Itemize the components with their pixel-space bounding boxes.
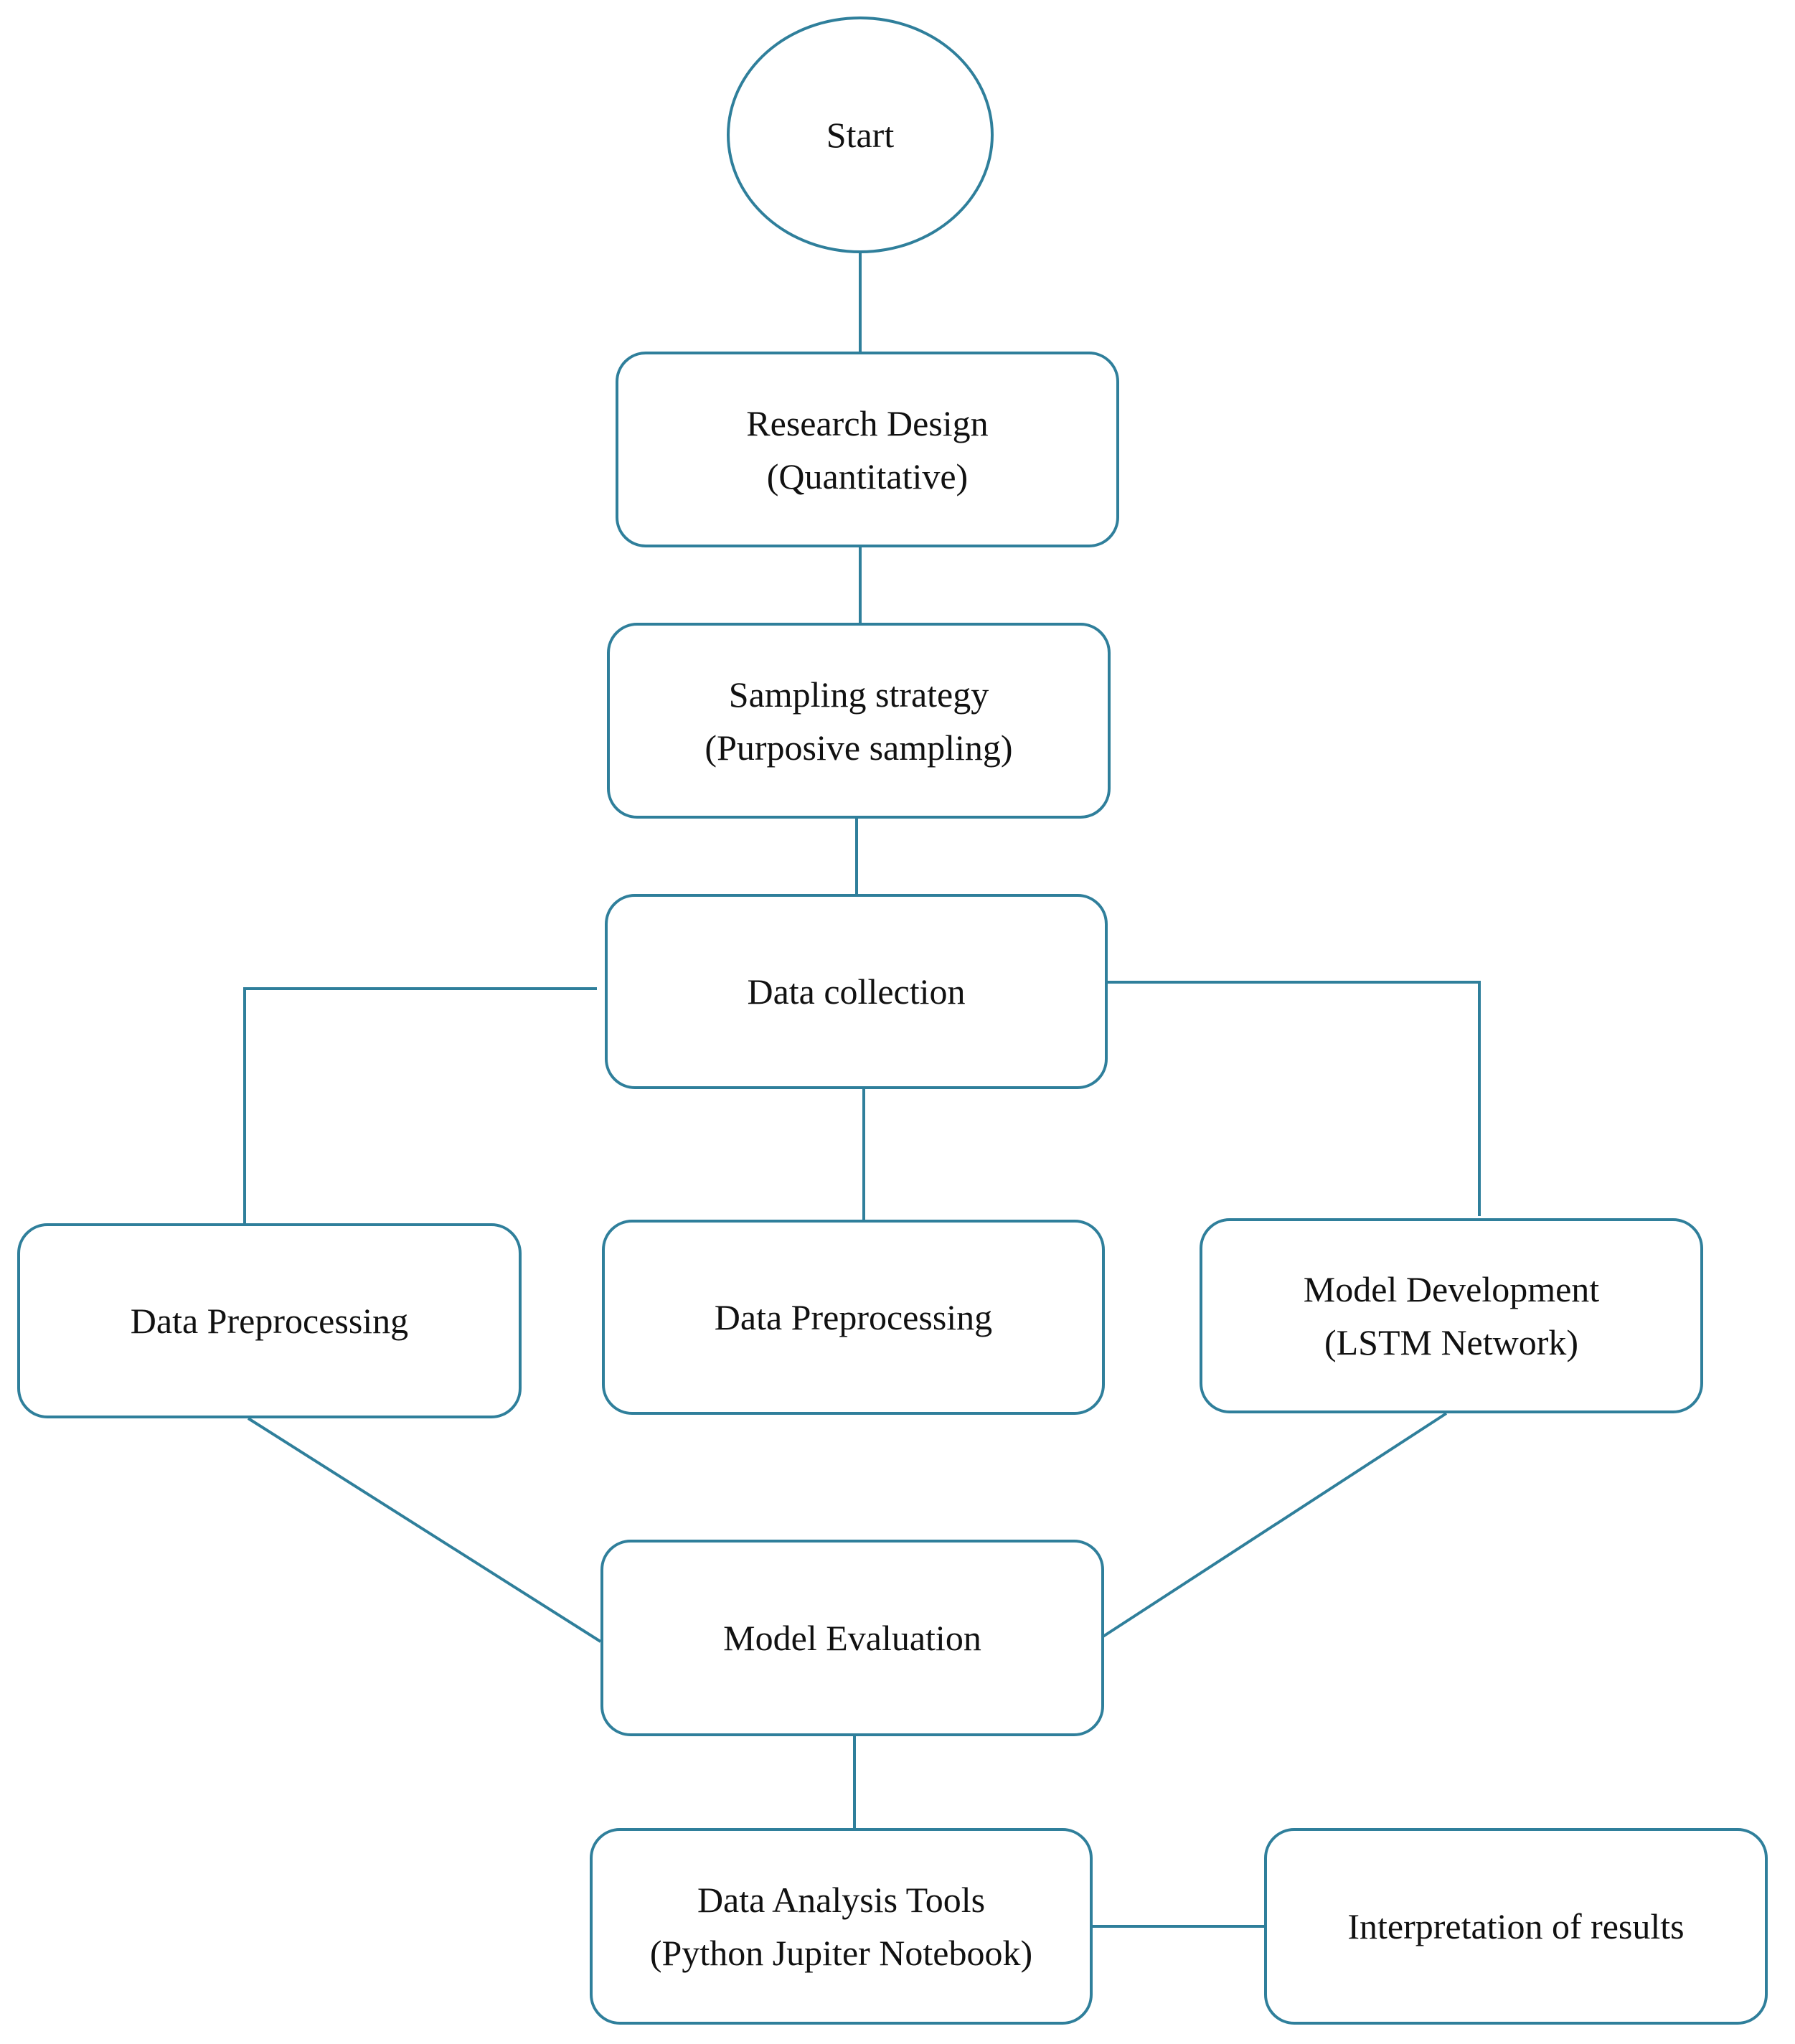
connector-collection-preprocessing-left <box>243 987 597 1223</box>
start-node: Start <box>727 17 994 253</box>
research-design-subtitle: (Quantitative) <box>766 456 969 496</box>
interpretation-of-results-node: Interpretation of results <box>1264 1828 1768 2025</box>
sampling-strategy-title: Sampling strategy <box>728 674 989 715</box>
model-development-node: Model Development (LSTM Network) <box>1200 1218 1703 1413</box>
data-analysis-tools-title: Data Analysis Tools <box>697 1880 986 1920</box>
data-collection-label: Data collection <box>747 971 966 1012</box>
data-analysis-tools-subtitle: (Python Jupiter Notebook) <box>649 1933 1033 1973</box>
start-label: Start <box>826 115 895 155</box>
sampling-strategy-subtitle: (Purposive sampling) <box>705 727 1013 768</box>
data-preprocessing-center-node: Data Preprocessing <box>602 1220 1105 1415</box>
sampling-strategy-node: Sampling strategy (Purposive sampling) <box>607 623 1111 819</box>
data-preprocessing-left-label: Data Preprocessing <box>130 1301 409 1341</box>
data-preprocessing-left-node: Data Preprocessing <box>17 1223 522 1418</box>
model-evaluation-node: Model Evaluation <box>600 1540 1104 1736</box>
connector-model-development-evaluation <box>1101 1412 1448 1639</box>
data-analysis-tools-node: Data Analysis Tools (Python Jupiter Note… <box>590 1828 1093 2025</box>
interpretation-of-results-label: Interpretation of results <box>1347 1906 1685 1946</box>
model-development-title: Model Development <box>1303 1269 1600 1309</box>
connector-preprocessing-left-evaluation <box>247 1417 602 1643</box>
model-evaluation-label: Model Evaluation <box>723 1618 981 1658</box>
research-design-title: Research Design <box>746 402 989 443</box>
data-collection-node: Data collection <box>605 894 1108 1089</box>
connector-collection-model-development <box>1105 981 1481 1216</box>
data-preprocessing-center-label: Data Preprocessing <box>714 1297 993 1337</box>
model-development-subtitle: (LSTM Network) <box>1324 1322 1579 1362</box>
research-design-node: Research Design (Quantitative) <box>616 352 1119 547</box>
